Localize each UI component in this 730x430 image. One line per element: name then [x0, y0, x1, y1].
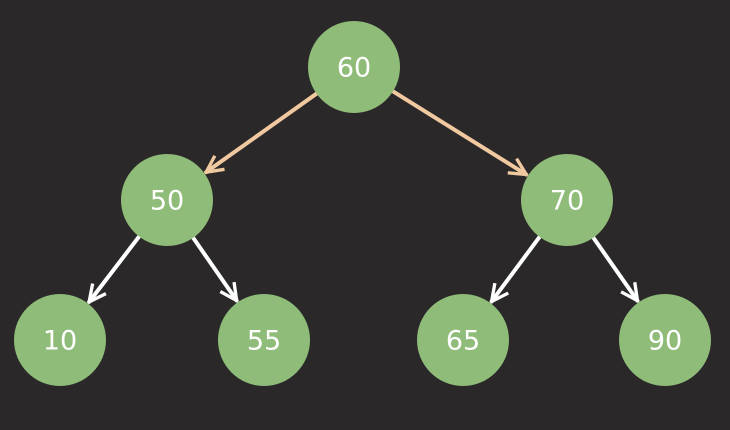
node-label: 10: [43, 326, 77, 357]
tree-node-90: 90: [619, 294, 711, 386]
node-label: 60: [337, 53, 371, 84]
tree-node-55: 55: [218, 294, 310, 386]
edge-n50-n10: [89, 229, 145, 302]
edge-n70-n65: [492, 230, 546, 301]
node-circle: [218, 294, 310, 386]
tree-node-70: 70: [521, 154, 613, 246]
node-label: 90: [648, 326, 682, 357]
node-circle: [417, 294, 509, 386]
node-label: 65: [446, 326, 480, 357]
tree-node-50: 50: [121, 154, 213, 246]
edges-layer: [89, 86, 638, 302]
node-label: 55: [247, 326, 281, 357]
node-label: 70: [550, 186, 584, 217]
tree-node-60: 60: [308, 21, 400, 113]
node-label: 50: [150, 186, 184, 217]
node-circle: [14, 294, 106, 386]
tree-node-65: 65: [417, 294, 509, 386]
node-circle: [308, 21, 400, 113]
node-circle: [521, 154, 613, 246]
edge-n70-n90: [587, 230, 638, 301]
node-circle: [121, 154, 213, 246]
edge-n60-n50: [206, 88, 324, 172]
edge-n60-n70: [385, 86, 526, 177]
tree-node-10: 10: [14, 294, 106, 386]
edge-n50-n55: [187, 230, 237, 301]
node-circle: [619, 294, 711, 386]
nodes-layer: 60 50 70 10 55 65 90: [14, 21, 711, 386]
